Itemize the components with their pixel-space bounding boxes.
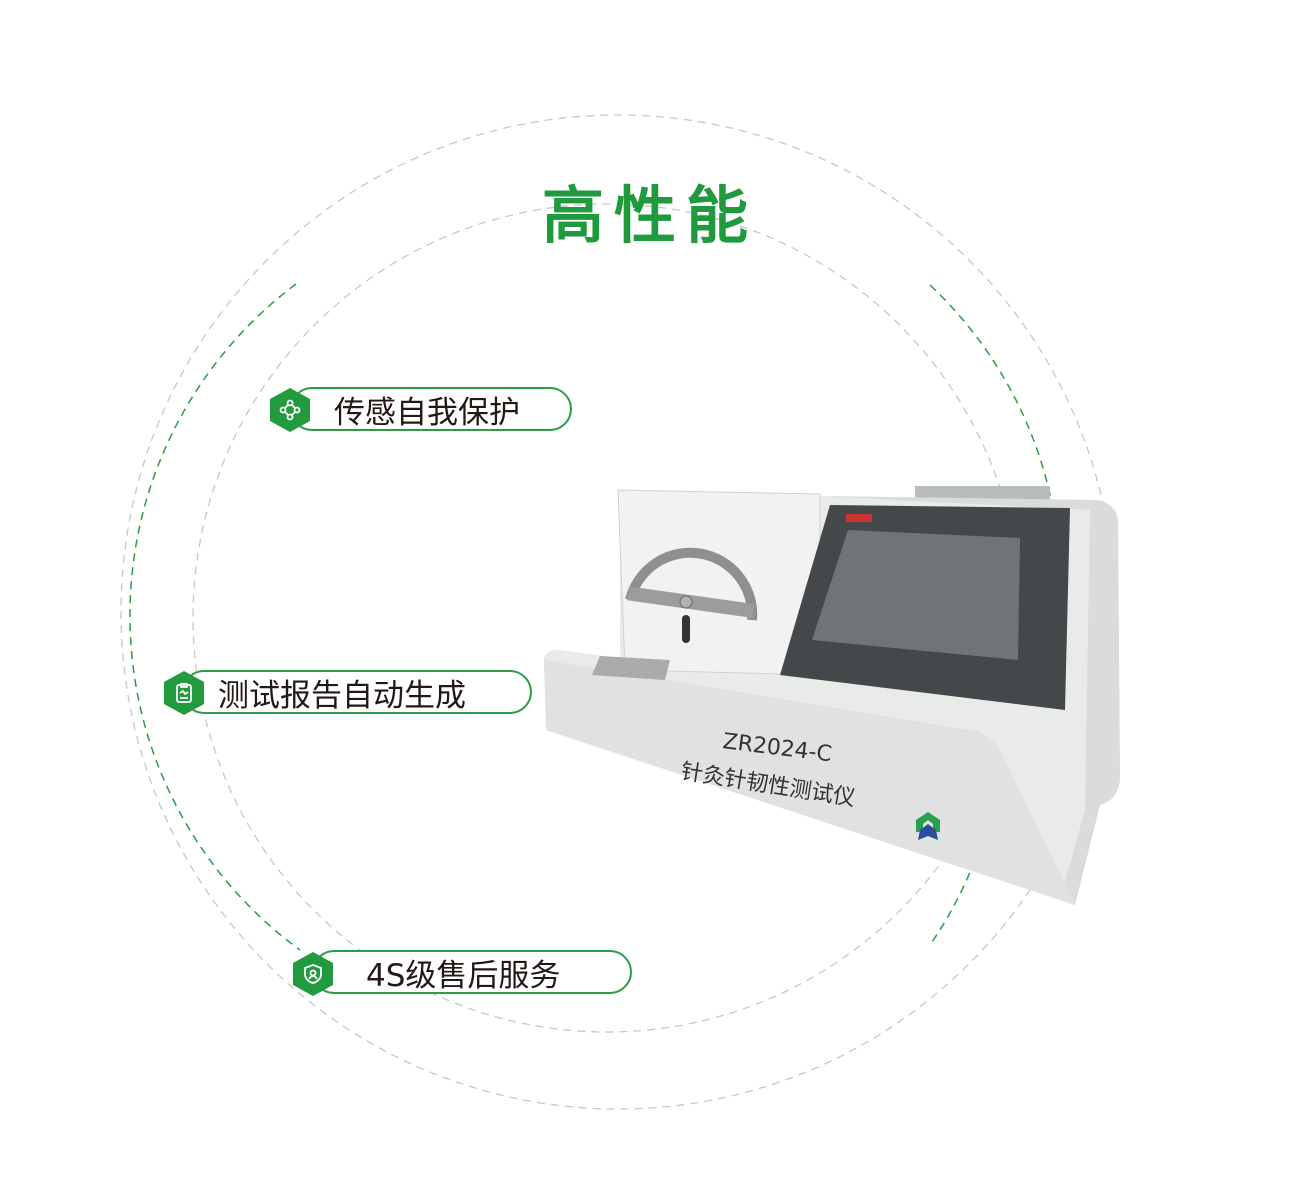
green-arc-right [929,284,1056,521]
touch-screen [812,530,1020,660]
feature-label: 传感自我保护 [334,394,520,431]
feature-label: 测试报告自动生成 [218,677,466,714]
brand-logo [916,812,940,840]
feature-pill-auto-report: 测试报告自动生成 [182,670,532,714]
page-title: 高性能 [541,179,758,252]
feature-label: 4S级售后服务 [366,957,561,994]
green-arc-left [129,283,301,951]
front-panel [544,660,1075,905]
feature-pill-sensor-protection: 传感自我保护 [290,387,572,431]
top-rail [915,486,1050,500]
nodes-icon [270,388,310,432]
feature-pill-after-sales: 4S级售后服务 [312,950,632,994]
needle-slot [682,615,690,643]
protractor [625,547,758,621]
product-image-tester: ZR2024-C 针灸针韧性测试仪 [544,486,1120,905]
sample-plate [592,656,670,680]
